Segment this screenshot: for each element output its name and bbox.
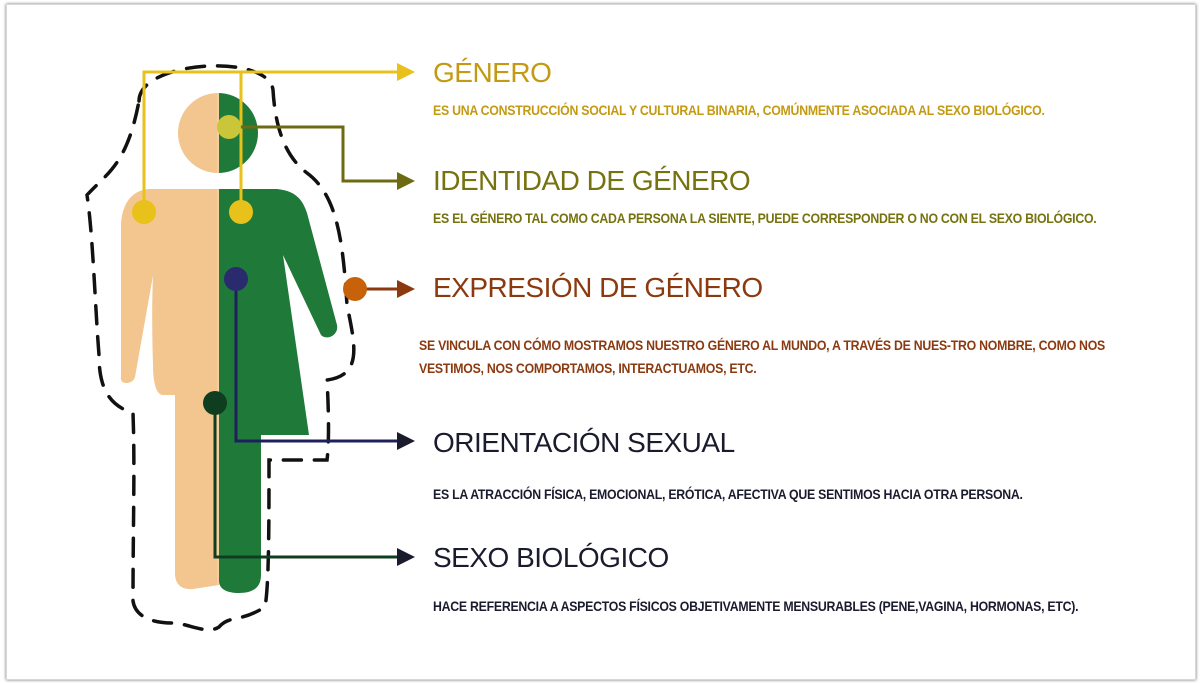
expresion-description: SE VINCULA CON CÓMO MOSTRAMOS NUESTRO GÉ… bbox=[419, 337, 1105, 376]
dot-genero-right bbox=[229, 200, 253, 224]
arrowhead-genero bbox=[397, 63, 415, 81]
infographic-frame: GÉNERO ES UNA CONSTRUCCIÓN SOCIAL Y CULT… bbox=[6, 4, 1196, 680]
arrowhead-sexo bbox=[397, 548, 415, 566]
dot-expresion bbox=[343, 277, 367, 301]
arrowhead-orientacion bbox=[397, 432, 415, 450]
dot-genero-left bbox=[132, 200, 156, 224]
identidad-title: IDENTIDAD DE GÉNERO bbox=[433, 165, 751, 196]
arrowhead-identidad bbox=[397, 172, 415, 190]
genero-title: GÉNERO bbox=[433, 57, 552, 88]
sexo-description: HACE REFERENCIA A ASPECTOS FÍSICOS OBJET… bbox=[433, 598, 1079, 614]
dot-identidad bbox=[217, 115, 241, 139]
figure-left-half bbox=[120, 93, 219, 590]
connector-genero bbox=[142, 70, 399, 212]
dot-sexo bbox=[203, 391, 227, 415]
arrowhead-expresion bbox=[397, 280, 415, 298]
connector-identidad bbox=[229, 125, 399, 183]
genero-description: ES UNA CONSTRUCCIÓN SOCIAL Y CULTURAL BI… bbox=[433, 102, 1045, 118]
orientacion-title: ORIENTACIÓN SEXUAL bbox=[433, 427, 735, 458]
expresion-title: EXPRESIÓN DE GÉNERO bbox=[433, 272, 763, 303]
dot-orientacion bbox=[224, 267, 248, 291]
connector-orientacion bbox=[234, 279, 399, 443]
connector-sexo bbox=[213, 403, 399, 559]
dashed-outline bbox=[85, 64, 356, 632]
sexo-title: SEXO BIOLÓGICO bbox=[433, 542, 669, 573]
figure-diagram bbox=[85, 63, 415, 632]
orientacion-description: ES LA ATRACCIÓN FÍSICA, EMOCIONAL, ERÓTI… bbox=[433, 486, 1023, 502]
identidad-description: ES EL GÉNERO TAL COMO CADA PERSONA LA SI… bbox=[433, 210, 1097, 226]
